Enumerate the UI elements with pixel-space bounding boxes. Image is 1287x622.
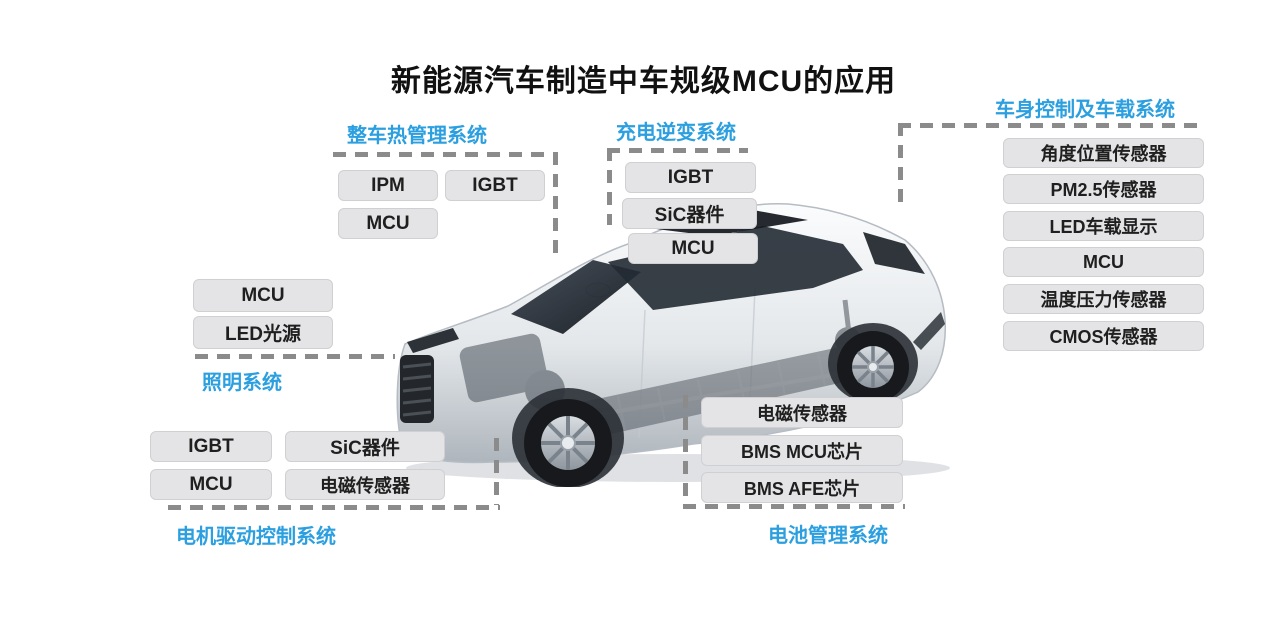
component-chip: IGBT (150, 431, 272, 462)
group-label-lighting: 照明系统 (202, 372, 282, 394)
component-chip: CMOS传感器 (1003, 321, 1204, 351)
car-front-wheel (512, 388, 624, 487)
car-glass (511, 210, 945, 350)
dashed-connector-motor-v (494, 438, 499, 505)
group-label-thermal: 整车热管理系统 (347, 125, 487, 147)
component-chip: 电磁传感器 (285, 469, 445, 500)
group-label-charging: 充电逆变系统 (616, 122, 736, 144)
component-chip: BMS MCU芯片 (701, 435, 903, 466)
component-chip: LED车载显示 (1003, 211, 1204, 241)
component-chip: 电磁传感器 (701, 397, 903, 428)
group-label-battery: 电池管理系统 (768, 525, 888, 547)
component-chip: MCU (150, 469, 272, 500)
group-label-body: 车身控制及车载系统 (995, 99, 1175, 121)
dashed-connector-body-v (898, 123, 903, 211)
dashed-connector-charging-v (607, 148, 612, 225)
page-title: 新能源汽车制造中车规级MCU的应用 (390, 65, 897, 98)
dashed-connector-body-h (898, 123, 1205, 128)
dashed-connector-lighting-h (195, 354, 395, 359)
component-chip: 温度压力传感器 (1003, 284, 1204, 314)
component-chip: IPM (338, 170, 438, 201)
dashed-connector-charging-h (607, 148, 748, 153)
dashed-connector-battery-h (683, 504, 905, 509)
dashed-connector-thermal-h (333, 152, 558, 157)
component-chip: BMS AFE芯片 (701, 472, 903, 503)
component-chip: MCU (1003, 247, 1204, 277)
component-chip: SiC器件 (622, 198, 757, 229)
component-chip: IGBT (445, 170, 545, 201)
component-chip: IGBT (625, 162, 756, 193)
component-chip: SiC器件 (285, 431, 445, 462)
dashed-connector-motor-h (168, 505, 500, 510)
dashed-connector-battery-v (683, 395, 688, 507)
component-chip: LED光源 (193, 316, 333, 349)
car-front-fascia (400, 328, 459, 423)
component-chip: 角度位置传感器 (1003, 138, 1204, 168)
car-rear-wheel (828, 323, 918, 403)
dashed-connector-thermal-v (553, 152, 558, 260)
group-label-motor: 电机驱动控制系统 (176, 526, 336, 548)
component-chip: MCU (338, 208, 438, 239)
component-chip: MCU (628, 233, 758, 264)
component-chip: MCU (193, 279, 333, 312)
component-chip: PM2.5传感器 (1003, 174, 1204, 204)
